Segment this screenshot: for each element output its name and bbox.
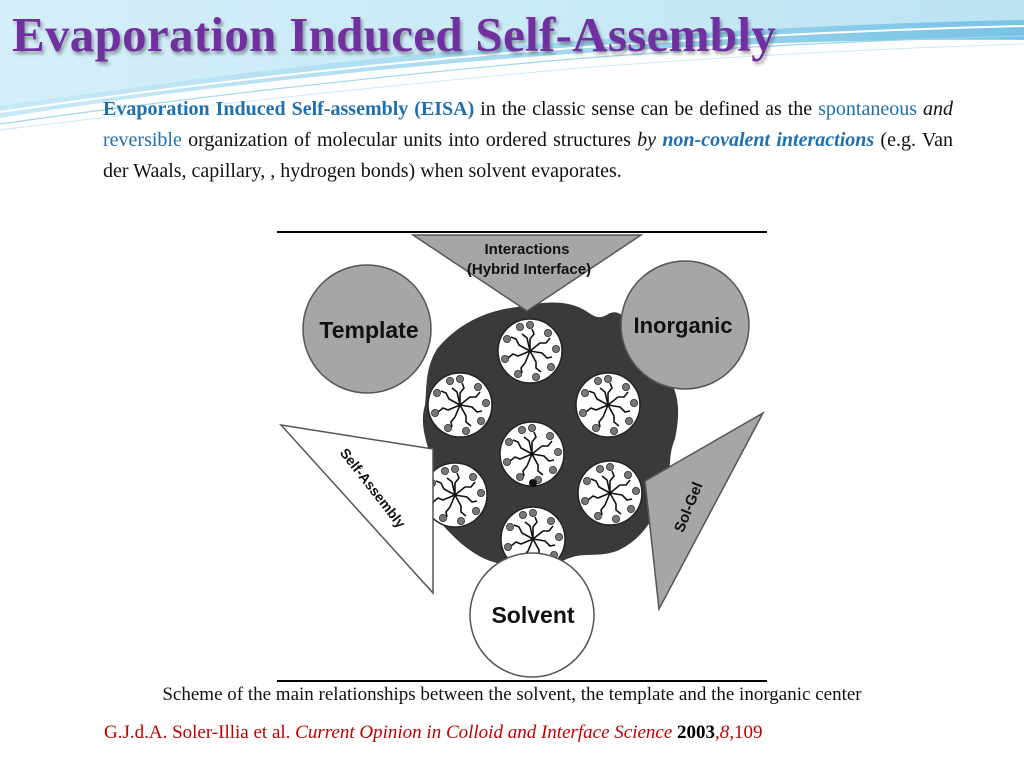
header-wave-decoration bbox=[0, 0, 1024, 131]
citation: G.J.d.A. Soler-Illia et al. Current Opin… bbox=[104, 722, 763, 743]
figure-caption: Scheme of the main relationships between… bbox=[162, 684, 862, 705]
definition-text-2: organization of molecular units into ord… bbox=[181, 129, 638, 151]
slide-title: Evaporation Induced Self-Assembly bbox=[12, 7, 777, 62]
by-word: by bbox=[637, 129, 657, 151]
solvent-circle bbox=[469, 552, 595, 678]
inorganic-circle bbox=[620, 260, 750, 390]
eisa-scheme-figure: Interactions (Hybrid Interface) Template… bbox=[279, 234, 765, 678]
definition-paragraph: Evaporation Induced Self-assembly (EISA)… bbox=[103, 94, 953, 187]
self-assembly-triangle bbox=[279, 423, 434, 595]
interactions-triangle bbox=[410, 234, 644, 312]
non-covalent-term: non-covalent interactions bbox=[662, 129, 875, 151]
interactions-label-line1: Interactions bbox=[484, 241, 569, 258]
template-label: Template bbox=[319, 317, 418, 343]
citation-journal: Current Opinion in Colloid and Interface… bbox=[295, 722, 673, 743]
citation-volume: 8 bbox=[719, 722, 730, 743]
figure-top-rule bbox=[277, 231, 767, 233]
spontaneous-word: spontaneous bbox=[818, 98, 918, 120]
definition-text-1: in the classic sense can be defined as t… bbox=[474, 98, 819, 120]
interactions-label-line2: (Hybrid Interface) bbox=[467, 261, 591, 278]
reversible-word: reversible bbox=[103, 129, 182, 151]
solvent-label: Solvent bbox=[491, 602, 574, 628]
and-word: and bbox=[923, 98, 953, 120]
figure-bottom-rule bbox=[277, 680, 767, 682]
template-circle bbox=[302, 264, 432, 394]
citation-year: 2003 bbox=[677, 722, 716, 743]
eisa-term: Evaporation Induced Self-assembly (EISA) bbox=[103, 98, 475, 120]
inorganic-label: Inorganic bbox=[633, 313, 732, 338]
citation-page: 109 bbox=[734, 722, 763, 743]
definition-text-3: (e.g. Van der Waals, capillary, , hydrog… bbox=[103, 129, 953, 182]
citation-authors: G.J.d.A. Soler-Illia et al. bbox=[104, 722, 296, 743]
sol-gel-triangle bbox=[644, 411, 765, 612]
